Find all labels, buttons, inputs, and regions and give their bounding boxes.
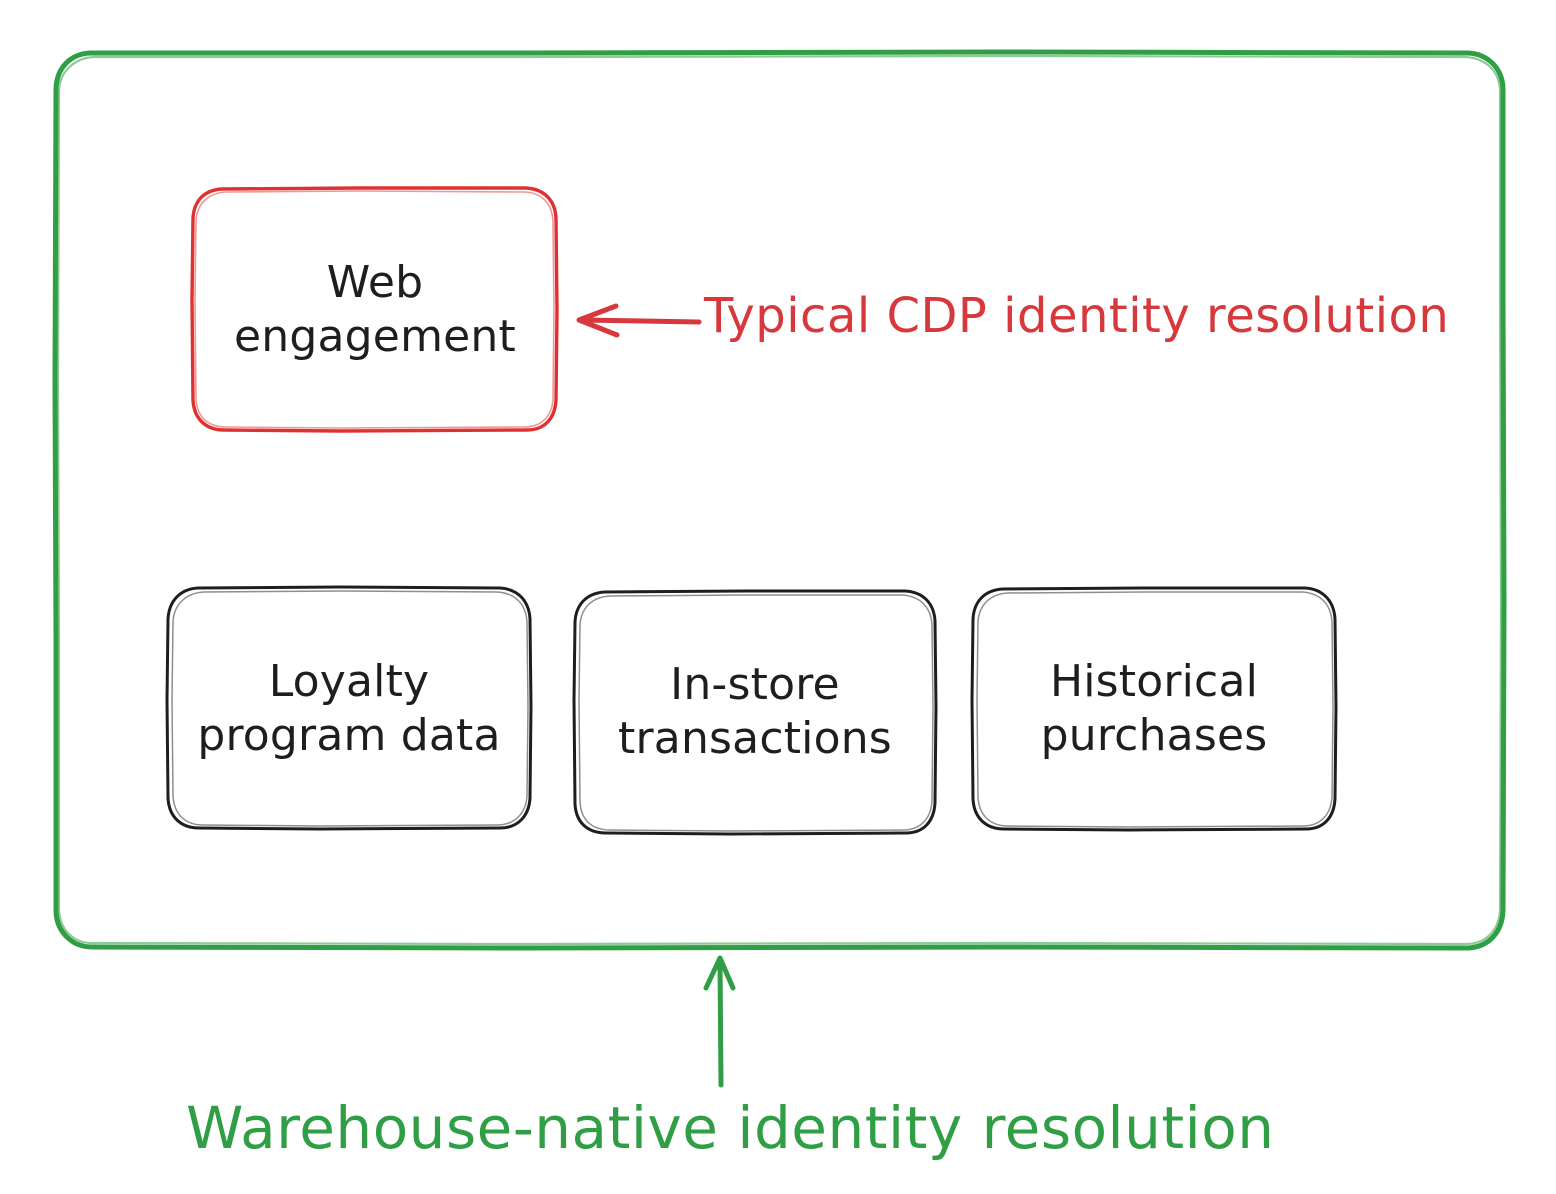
node-loyalty-program-data-shape[interactable] (165, 585, 533, 831)
node-web-engagement-shape[interactable] (190, 186, 559, 433)
green-arrow-shaft (717, 959, 724, 1088)
container-border-stroke-2 (56, 54, 1503, 946)
red-arrow-head (576, 303, 620, 338)
node-in-store-transactions-shape[interactable] (572, 589, 938, 836)
green-arrow-head (703, 955, 736, 991)
node-historical-purchases-shape[interactable] (970, 586, 1338, 832)
in-store-border-stroke-2 (578, 594, 934, 832)
container-border-stroke-1 (52, 49, 1507, 951)
loyalty-border-stroke-2 (171, 590, 529, 827)
loyalty-border-stroke-1 (165, 585, 533, 831)
annotation-typical-cdp-identity-resolution: Typical CDP identity resolution (704, 288, 1450, 344)
historical-border-stroke-1 (970, 586, 1338, 832)
in-store-border-stroke-1 (572, 589, 938, 836)
web-engagement-border-stroke-2 (194, 190, 555, 429)
typical-cdp-arrow-icon (576, 303, 702, 338)
historical-border-stroke-2 (976, 591, 1334, 828)
warehouse-native-arrow-icon (703, 955, 736, 1088)
web-engagement-border-stroke-1 (190, 186, 559, 433)
red-arrow-shaft (579, 317, 702, 325)
annotation-warehouse-native-identity-resolution: Warehouse-native identity resolution (186, 1094, 1275, 1162)
warehouse-native-container[interactable] (52, 49, 1507, 951)
